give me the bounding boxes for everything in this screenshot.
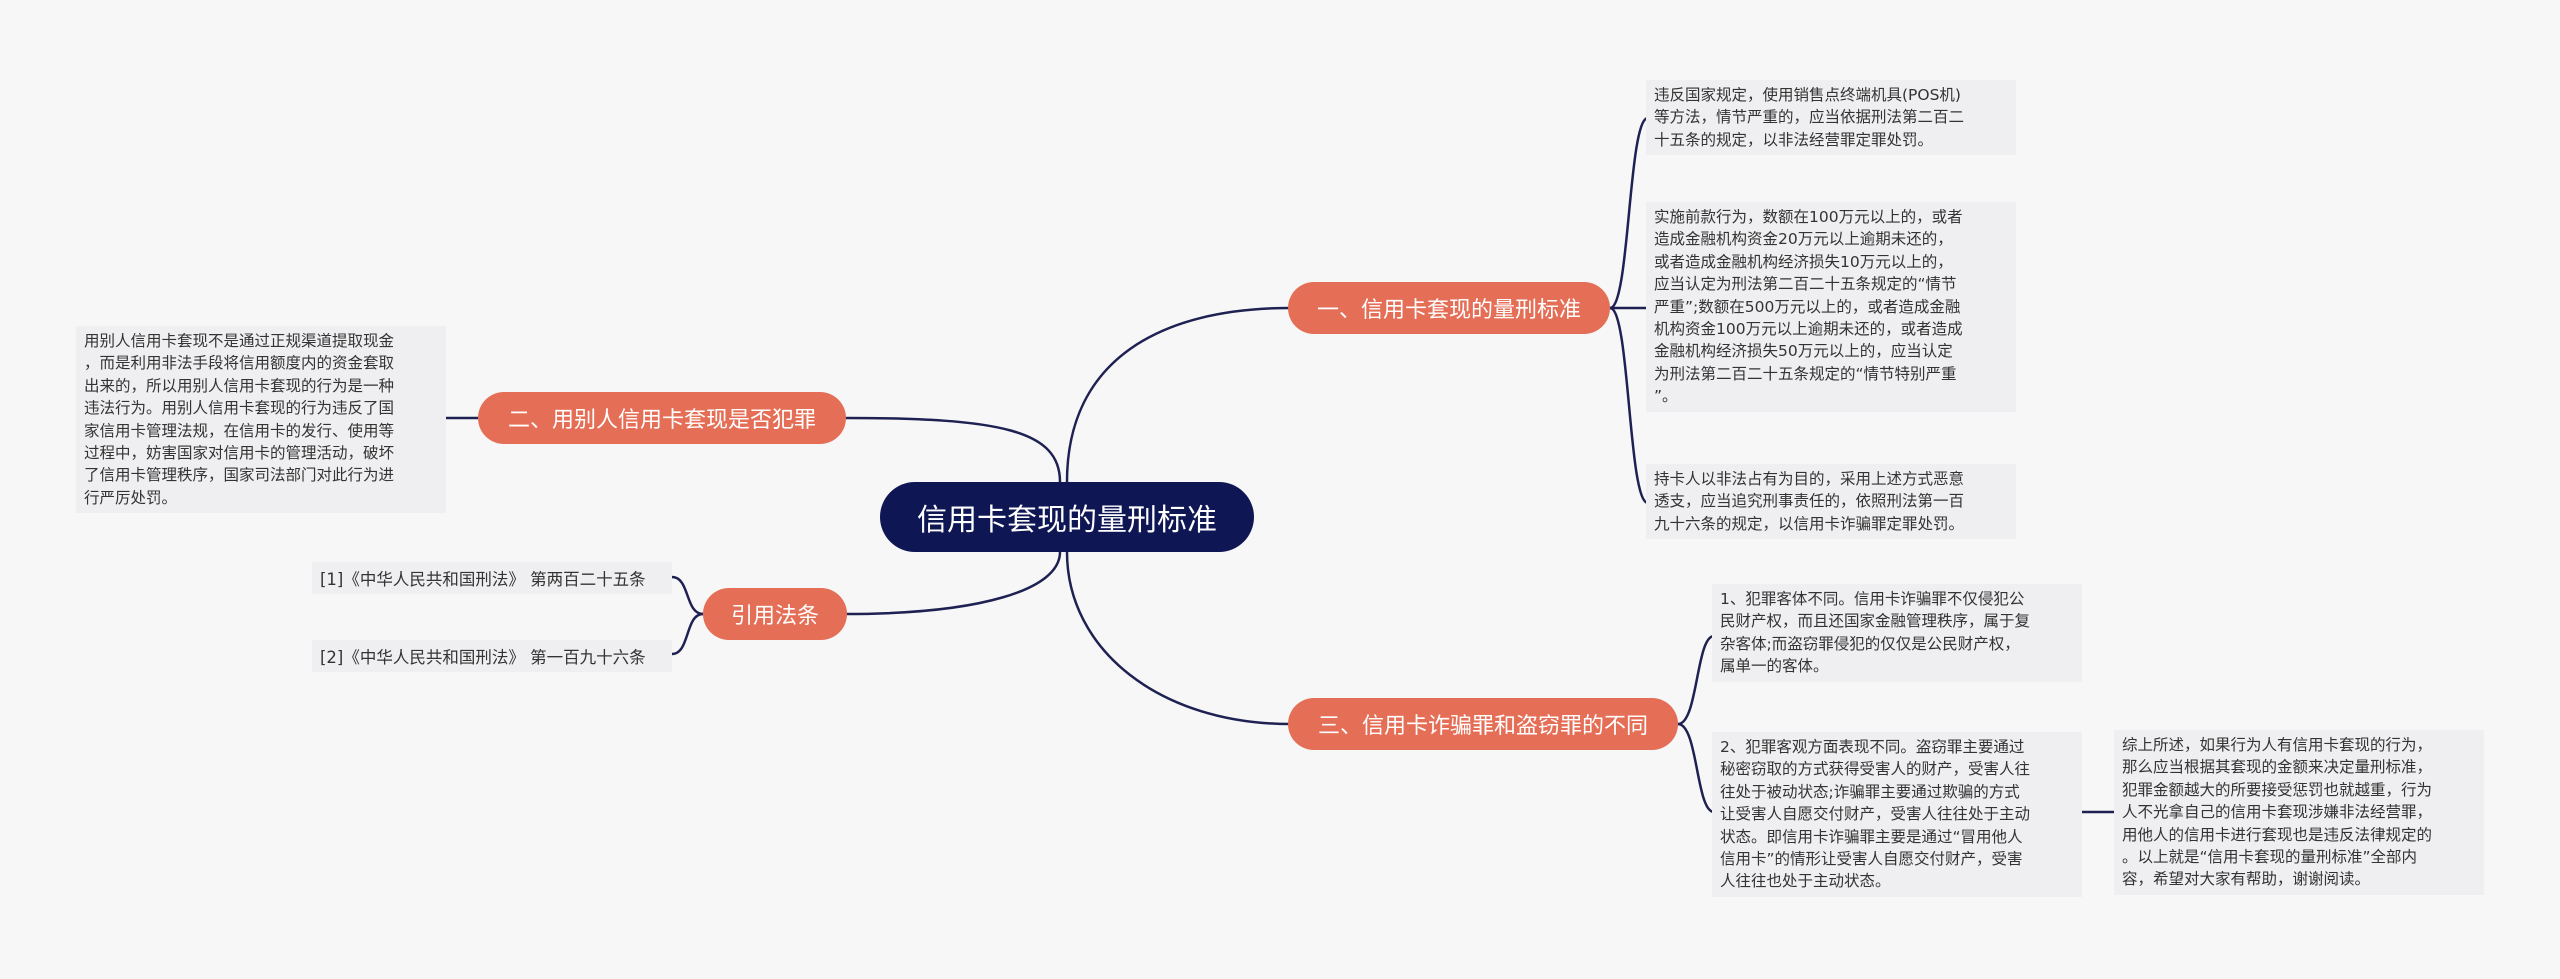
cite-article-225[interactable]: [1]《中华人民共和国刑法》 第两百二十五条 xyxy=(312,562,672,594)
link-b1-leaf3 xyxy=(1609,306,1649,505)
leaf-sentencing-3: 持卡人以非法占有为目的，采用上述方式恶意 透支，应当追究刑事责任的，依照刑法第一… xyxy=(1646,464,2016,540)
link-root-b3 xyxy=(844,551,1062,616)
leaf-difference-1: 1、犯罪客体不同。信用卡诈骗罪不仅侵犯公 民财产权，而且还国家金融管理秩序，属于… xyxy=(1712,584,2082,682)
leaf-sentencing-1: 违反国家规定，使用销售点终端机具(POS机) 等方法，情节严重的，应当依据刑法第… xyxy=(1646,80,2016,156)
leaf-others-card: 用别人信用卡套现不是通过正规渠道提取现金 ，而是利用非法手段将信用额度内的资金套… xyxy=(76,326,446,514)
branch-cited-laws[interactable]: 引用法条 xyxy=(703,588,847,640)
branch-fraud-vs-theft[interactable]: 三、信用卡诈骗罪和盗窃罪的不同 xyxy=(1288,698,1678,750)
root-topic[interactable]: 信用卡套现的量刑标准 xyxy=(880,482,1254,552)
link-root-b1 xyxy=(1065,306,1291,483)
leaf-sentencing-2: 实施前款行为，数额在100万元以上的，或者 造成金融机构资金20万元以上逾期未还… xyxy=(1646,202,2016,412)
link-b1-leaf1 xyxy=(1609,116,1649,310)
link-root-b4 xyxy=(1065,551,1291,726)
branch-others-card-crime[interactable]: 二、用别人信用卡套现是否犯罪 xyxy=(478,392,846,444)
link-b3-cite1 xyxy=(671,575,704,616)
leaf-difference-2: 2、犯罪客观方面表现不同。盗窃罪主要通过 秘密窃取的方式获得受害人的财产，受害人… xyxy=(1712,732,2082,897)
branch-sentencing-standard[interactable]: 一、信用卡套现的量刑标准 xyxy=(1288,282,1610,334)
link-b4-leaf2 xyxy=(1677,722,1715,814)
cite-article-196[interactable]: [2]《中华人民共和国刑法》 第一百九十六条 xyxy=(312,640,672,672)
link-root-b2 xyxy=(844,416,1062,483)
link-b3-cite2 xyxy=(671,612,704,656)
link-b4-leaf1 xyxy=(1677,634,1715,726)
leaf-summary: 综上所述，如果行为人有信用卡套现的行为， 那么应当根据其套现的金额来决定量刑标准… xyxy=(2114,730,2484,895)
